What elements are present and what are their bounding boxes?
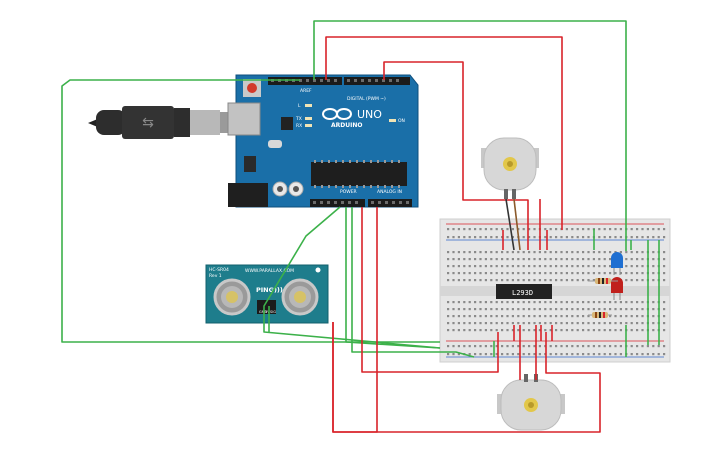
wire-red-top-1 bbox=[325, 36, 563, 230]
wire-red-power-1 bbox=[361, 207, 499, 373]
sensor-header bbox=[257, 300, 276, 314]
digital-header-left bbox=[268, 77, 342, 85]
crystal bbox=[268, 140, 282, 148]
dc-motor-bottom[interactable] bbox=[497, 374, 565, 431]
resistor-2[interactable] bbox=[588, 312, 612, 318]
breadboard[interactable] bbox=[439, 218, 671, 363]
onboard-leds: L TX RX ON bbox=[295, 103, 405, 129]
power-label: POWER bbox=[340, 189, 357, 195]
led-on-label: ON bbox=[398, 118, 405, 124]
wire-green-power-2 bbox=[351, 207, 475, 358]
driver-chip-label: L293D bbox=[512, 289, 533, 297]
breadboard-center-channel bbox=[440, 286, 670, 296]
ultrasonic-sensor[interactable]: HC-SR04 Rev 1 WWW.PARALLAX.COM PING))) G… bbox=[205, 264, 329, 324]
arduino-logo: ARDUINO UNO bbox=[322, 108, 382, 129]
sensor-brand: PING))) bbox=[256, 286, 283, 294]
wire-green-power bbox=[345, 207, 441, 349]
wire-red-top-2 bbox=[383, 61, 529, 250]
analog-label: ANALOG IN bbox=[377, 189, 402, 195]
wire-brown-motor bbox=[513, 198, 521, 251]
led-l-label: L bbox=[298, 103, 301, 109]
wire-black-motor bbox=[505, 198, 515, 251]
sensor-pin-gnd: GND bbox=[259, 310, 267, 314]
sensor-model: HC-SR04 bbox=[209, 267, 229, 273]
power-jack bbox=[228, 183, 268, 207]
analog-header bbox=[368, 199, 412, 207]
power-header bbox=[310, 199, 365, 207]
sensor-pin-5v: 5V bbox=[265, 310, 270, 314]
usb-cable: ⇆ bbox=[88, 106, 234, 139]
wire-green-top bbox=[313, 20, 627, 251]
arduino-brand: ARDUINO bbox=[331, 122, 362, 129]
wire-red-power-2 bbox=[332, 207, 378, 433]
led-tx-label: TX bbox=[295, 116, 302, 122]
usb-port bbox=[227, 102, 261, 136]
wire-green-left bbox=[61, 79, 440, 343]
wires bbox=[61, 20, 660, 433]
wire-red-bottom-loop bbox=[332, 322, 601, 433]
atmega-chip bbox=[311, 162, 407, 186]
sensor-pin-sig: SIG bbox=[270, 310, 276, 314]
wire-green-sensor-a bbox=[263, 206, 441, 349]
usb-chip bbox=[281, 117, 293, 130]
sensor-site: WWW.PARALLAX.COM bbox=[245, 268, 294, 274]
regulator bbox=[244, 156, 256, 172]
arduino-uno-board[interactable]: AREF DIGITAL (PWM ~) L TX RX ON ARDUINO … bbox=[227, 74, 419, 208]
led-rx-label: RX bbox=[296, 123, 302, 129]
resistor-1[interactable] bbox=[588, 278, 618, 284]
sensor-rev: Rev 1 bbox=[209, 273, 222, 279]
led-blue[interactable] bbox=[611, 252, 623, 275]
aref-label: AREF bbox=[300, 88, 312, 94]
l293d-chip[interactable]: L293D bbox=[496, 284, 552, 299]
svg-text:⇆: ⇆ bbox=[142, 115, 154, 131]
arduino-model: UNO bbox=[357, 108, 382, 121]
dc-motor-top[interactable] bbox=[481, 137, 539, 199]
digital-label: DIGITAL (PWM ~) bbox=[347, 96, 386, 102]
